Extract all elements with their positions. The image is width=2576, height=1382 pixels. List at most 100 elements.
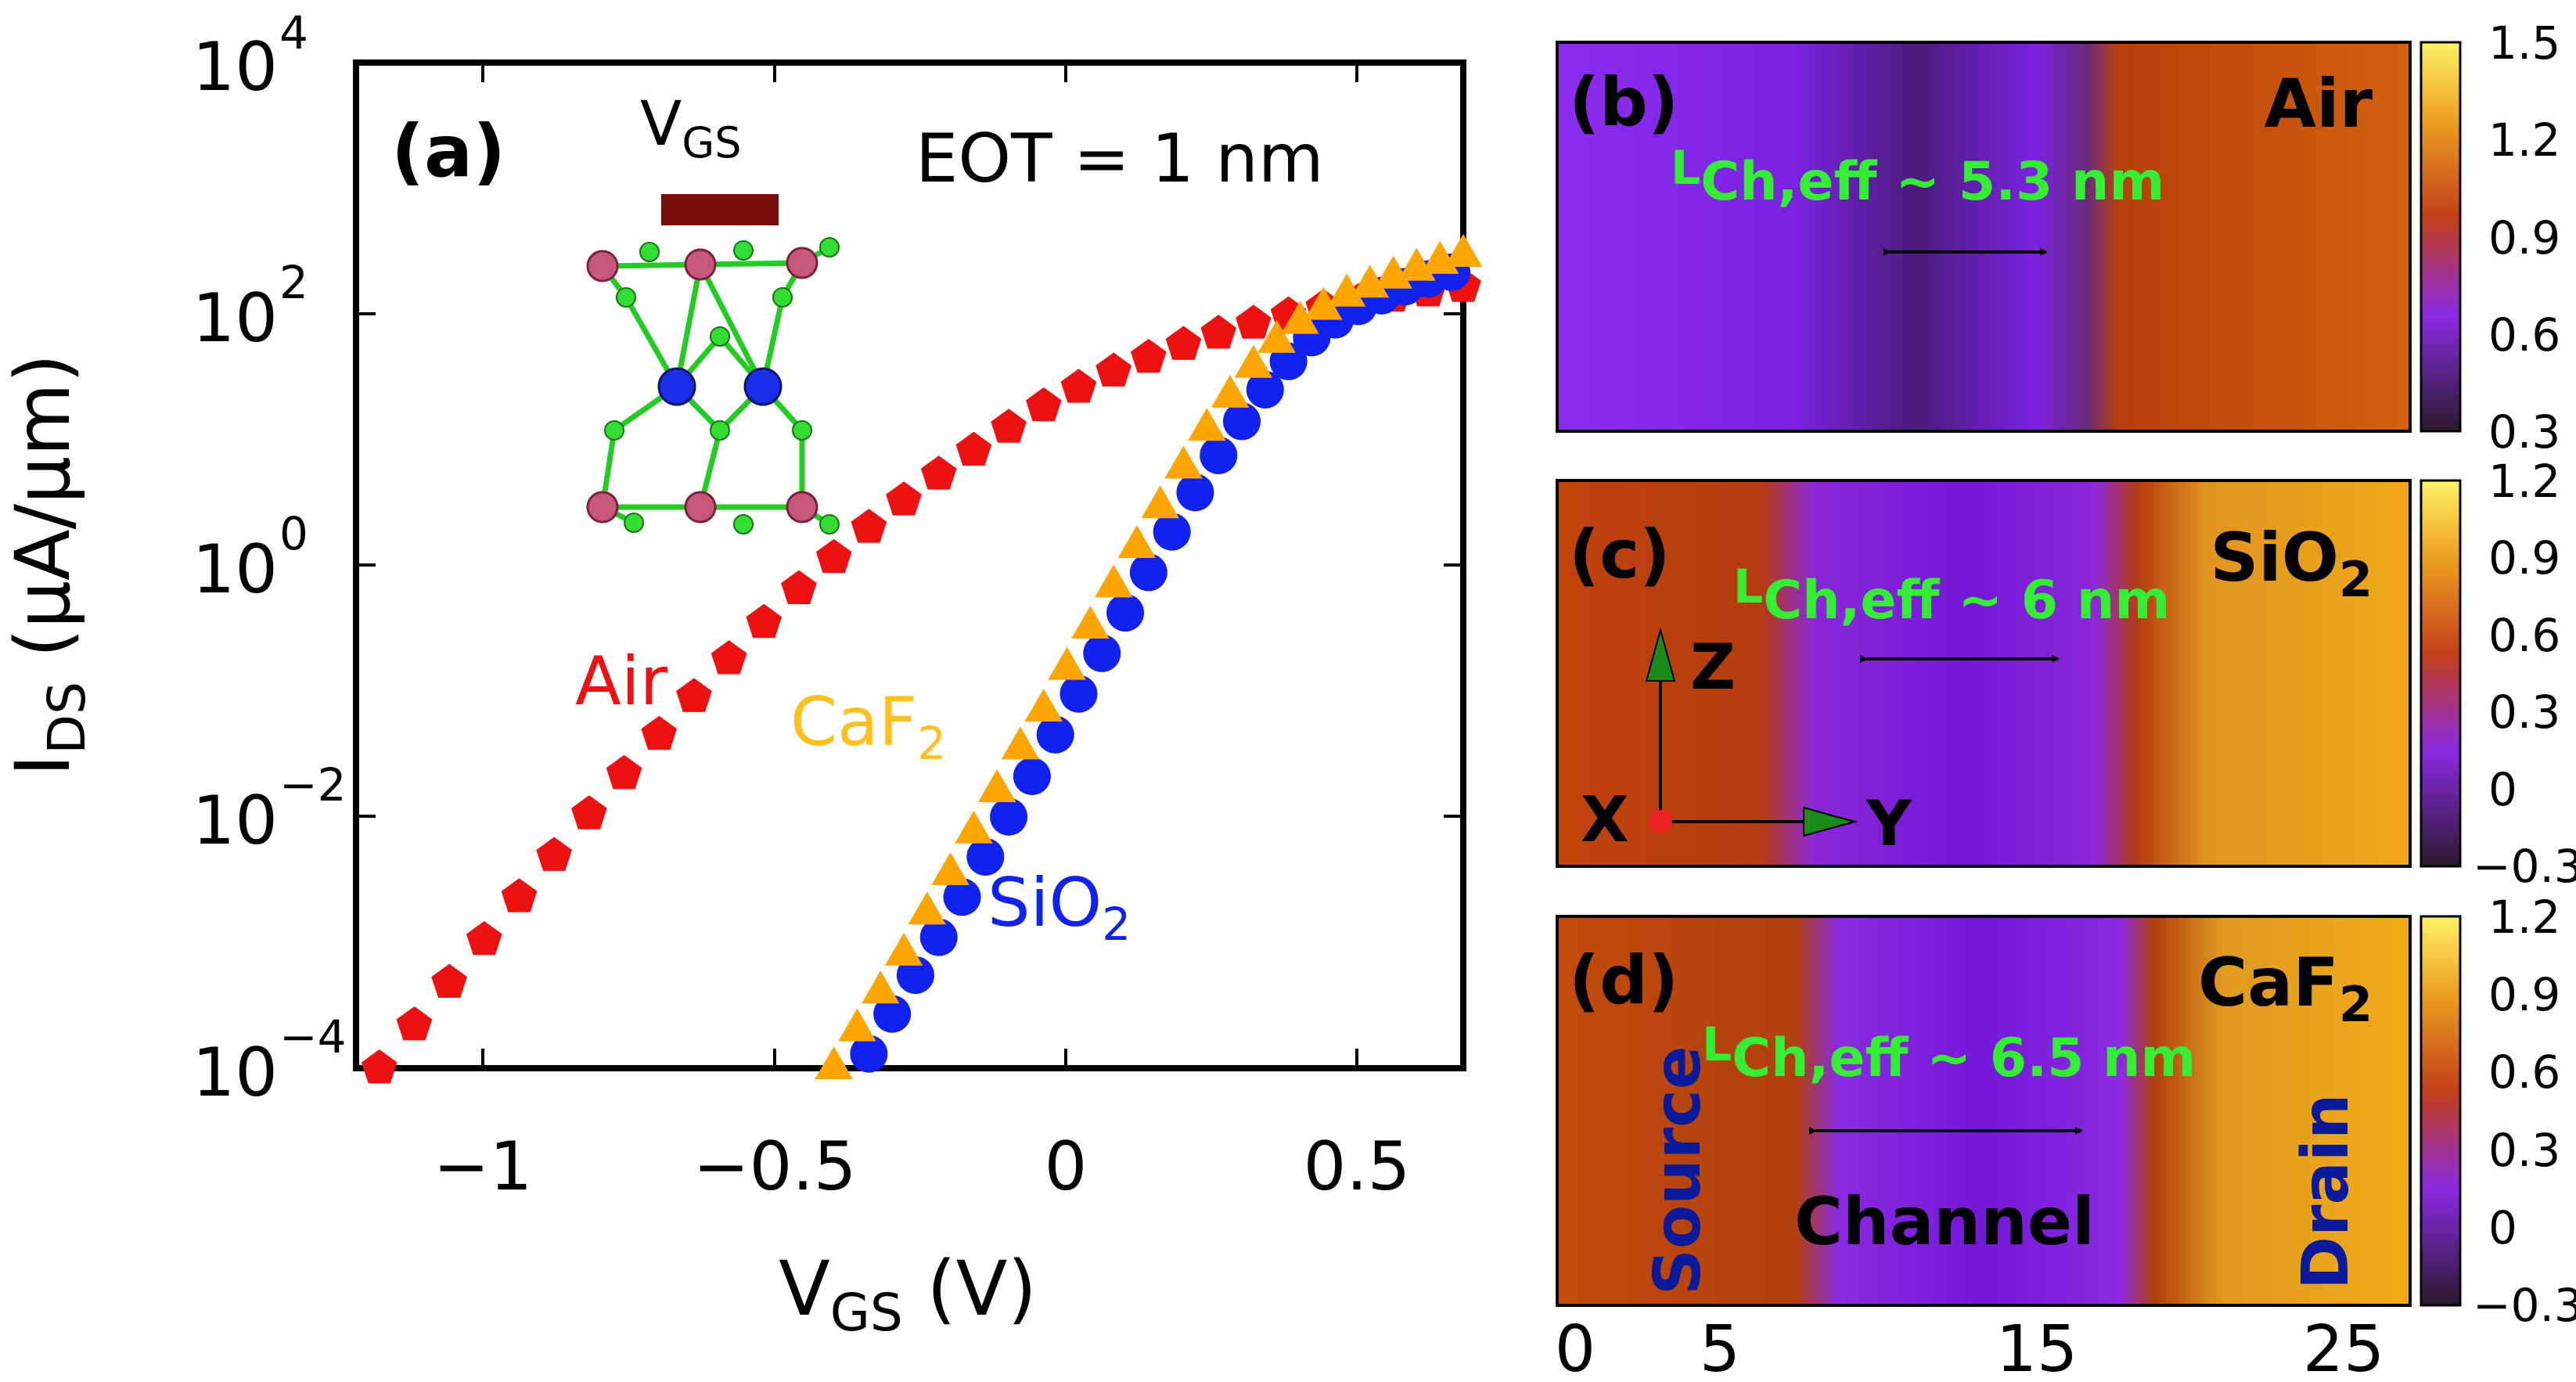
data-markers-a — [362, 234, 1483, 1084]
panel-label-d: (d) — [1569, 941, 1678, 1020]
axis-y-label: Y — [1865, 787, 1912, 860]
marker-caf2 — [1327, 273, 1366, 307]
y-tick-label: 10 — [192, 1034, 278, 1112]
eot-annotation: EOT = 1 nm — [916, 120, 1324, 198]
marker-air — [746, 603, 783, 639]
marker-caf2 — [978, 769, 1016, 802]
colorbar-b — [2419, 41, 2462, 433]
structure-inset: VGS — [586, 89, 840, 534]
marker-sio2 — [919, 918, 958, 956]
leff-label-d: LCh,eff ~ 6.5 nm — [1702, 1017, 2196, 1089]
svg-text:0.3: 0.3 — [2488, 405, 2560, 459]
marker-sio2 — [896, 956, 934, 995]
marker-air — [1060, 369, 1097, 403]
heatmap-x-tick: 5 — [1700, 1312, 1740, 1382]
marker-sio2 — [1246, 370, 1284, 408]
marker-sio2 — [1153, 513, 1191, 551]
marker-sio2 — [1013, 757, 1051, 795]
series-label-sio2: SiO2 — [988, 864, 1131, 951]
heatmap-x-tick: 0 — [1555, 1312, 1596, 1382]
heatmap-x-tick: 15 — [1996, 1312, 2078, 1382]
series-label-air: Air — [575, 642, 668, 721]
heatmap-c — [1556, 479, 2412, 868]
channel-label: Channel — [1794, 1183, 2095, 1260]
x-tick-label: −0.5 — [693, 1128, 857, 1206]
marker-caf2 — [1141, 485, 1179, 519]
y-tick-label: 10 — [192, 531, 278, 609]
marker-caf2 — [1001, 726, 1040, 760]
marker-sio2 — [1176, 473, 1214, 512]
marker-air — [396, 1006, 433, 1041]
svg-text:0.6: 0.6 — [2488, 1045, 2560, 1099]
marker-air — [955, 431, 992, 466]
y-tick-label: 10 — [192, 782, 278, 860]
gate-bar — [661, 194, 779, 225]
panel-label-a: (a) — [391, 110, 505, 193]
material-label-d: CaF2 — [2198, 944, 2373, 1033]
marker-caf2 — [1117, 525, 1157, 558]
y-tick-exponent: −4 — [279, 1010, 347, 1063]
marker-sio2 — [1223, 402, 1261, 441]
marker-air — [711, 640, 747, 675]
marker-caf2 — [884, 932, 923, 966]
marker-sio2 — [1083, 634, 1121, 672]
marker-air — [1165, 326, 1202, 360]
material-label-b: Air — [2265, 65, 2373, 143]
marker-sio2 — [990, 797, 1028, 836]
axis-x-label: X — [1581, 783, 1629, 856]
svg-text:0.6: 0.6 — [2488, 609, 2560, 662]
marker-caf2 — [1444, 234, 1483, 267]
svg-text:1.5: 1.5 — [2488, 16, 2560, 70]
marker-caf2 — [1094, 564, 1133, 598]
drain-label: Drain — [2289, 1094, 2363, 1290]
axes-indicator: Z X Y — [1581, 627, 1912, 860]
svg-text:0.3: 0.3 — [2488, 686, 2560, 739]
marker-air — [886, 481, 922, 516]
x-tick-label: 0 — [1045, 1128, 1088, 1206]
marker-caf2 — [838, 1008, 876, 1042]
marker-air — [851, 509, 887, 543]
marker-sio2 — [943, 878, 981, 916]
leff-label-c: LCh,eff ~ 6 nm — [1733, 560, 2170, 632]
material-label-c: SiO2 — [2210, 519, 2373, 608]
series-label-caf2: CaF2 — [790, 683, 946, 770]
marker-sio2 — [850, 1035, 888, 1073]
heatmap-x-tick: 25 — [2303, 1312, 2384, 1382]
heatmap-d — [1556, 915, 2412, 1307]
marker-caf2 — [1234, 344, 1273, 378]
svg-text:−0.3: −0.3 — [2473, 1279, 2576, 1332]
marker-caf2 — [1281, 301, 1319, 334]
svg-text:0.3: 0.3 — [2488, 1124, 2560, 1177]
marker-air — [815, 538, 852, 574]
panel-label-b: (b) — [1569, 63, 1678, 142]
marker-air — [1236, 304, 1272, 339]
svg-text:−0.3: −0.3 — [2473, 840, 2576, 893]
colorbar-c — [2419, 479, 2462, 868]
marker-sio2 — [1106, 594, 1145, 632]
marker-caf2 — [1164, 445, 1203, 479]
x-tick-label: 0.5 — [1304, 1128, 1411, 1206]
marker-caf2 — [931, 852, 970, 885]
y-tick-exponent: 2 — [279, 256, 308, 309]
panel-label-c: (c) — [1569, 516, 1671, 594]
leff-label-b: LCh,eff ~ 5.3 nm — [1671, 141, 2164, 213]
marker-sio2 — [873, 995, 912, 1033]
colorbar-d — [2419, 915, 2462, 1307]
source-label: Source — [1641, 1046, 1715, 1295]
svg-text:0.9: 0.9 — [2488, 211, 2560, 265]
marker-air — [606, 754, 642, 790]
marker-caf2 — [955, 810, 993, 844]
y-tick-exponent: −2 — [279, 758, 347, 812]
marker-sio2 — [1129, 553, 1167, 592]
marker-air — [641, 715, 678, 750]
heatmap-x-ticks: 0 5 15 25 — [1555, 1312, 2384, 1382]
marker-caf2 — [862, 970, 900, 1004]
marker-sio2 — [966, 837, 1005, 876]
y-tick-label: 10 — [192, 28, 278, 106]
svg-text:0: 0 — [2488, 763, 2517, 816]
y-tick-label: 10 — [192, 279, 278, 358]
plot-area-a — [353, 59, 1466, 1071]
marker-caf2 — [1257, 319, 1296, 353]
svg-text:1.2: 1.2 — [2488, 113, 2560, 167]
